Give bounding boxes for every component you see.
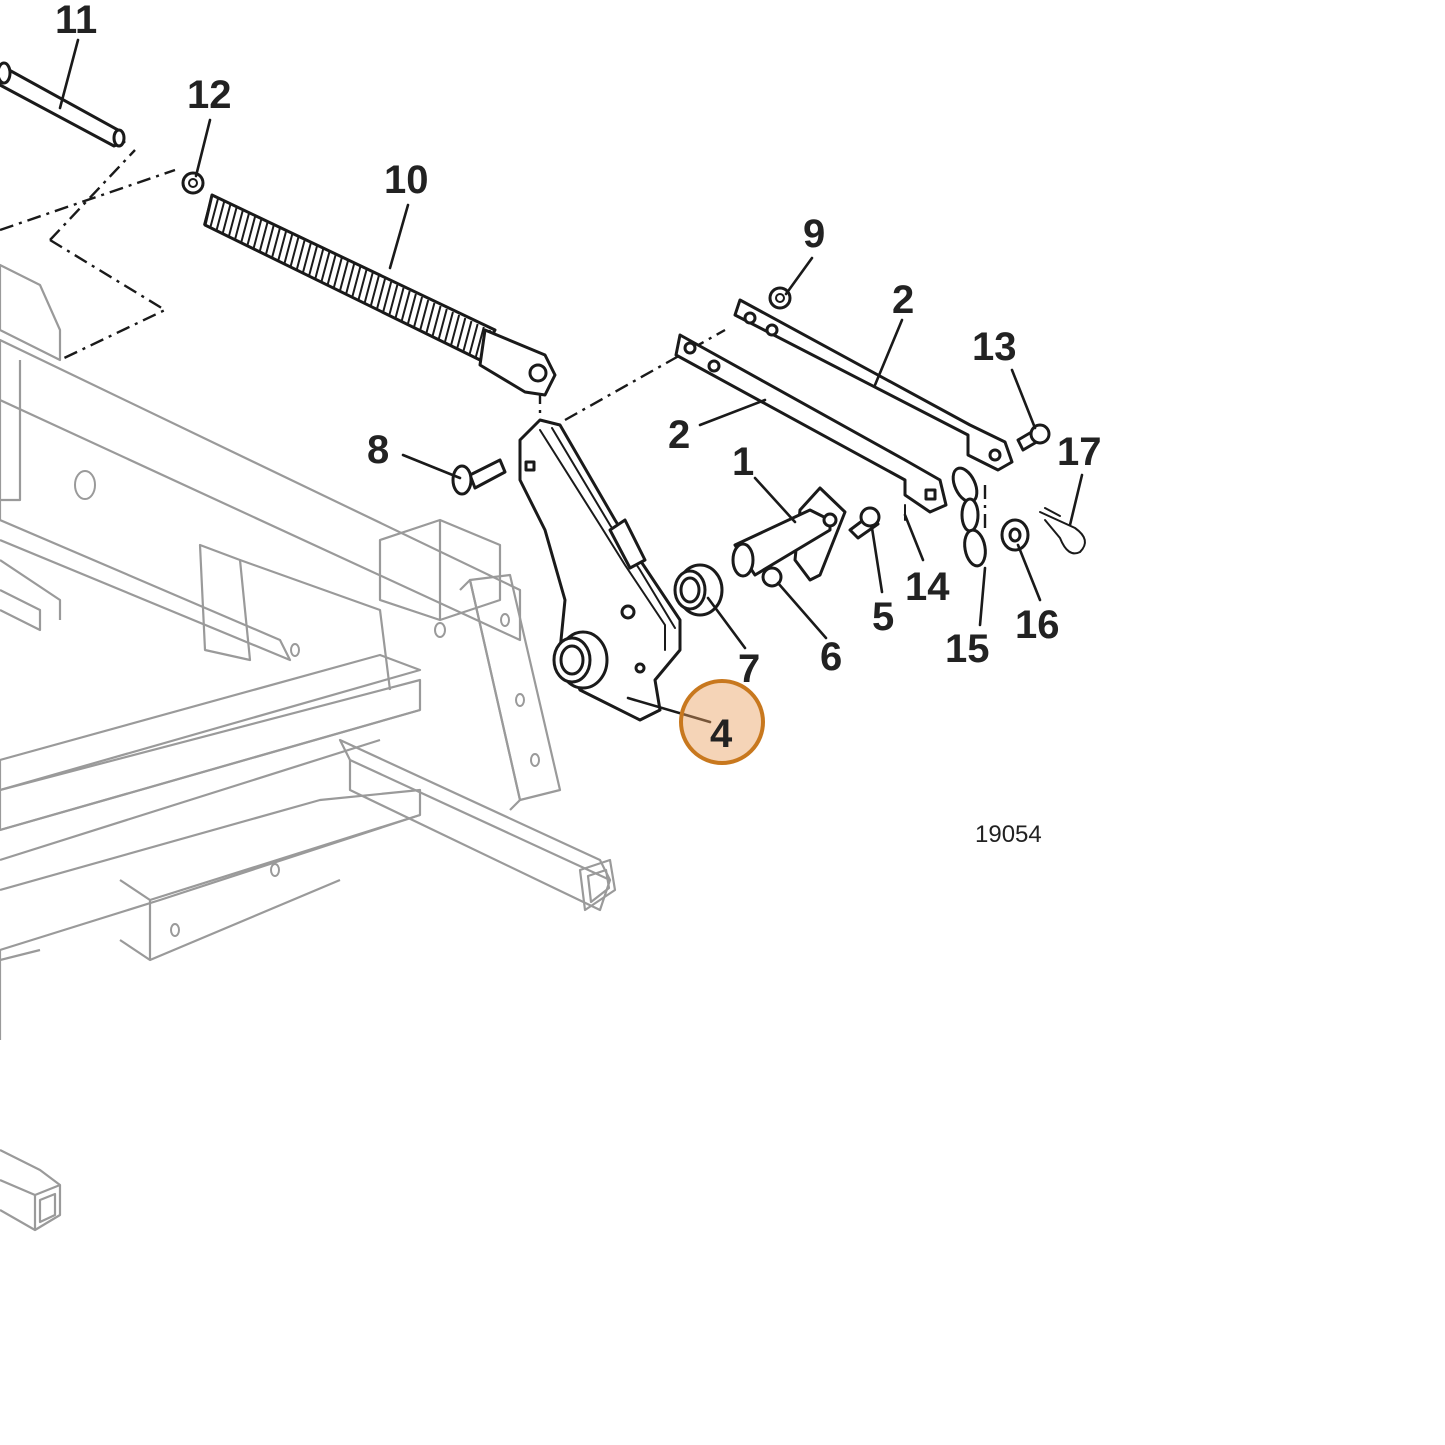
spring-coil: [227, 206, 238, 238]
part-17-hairpin-clip: [1039, 507, 1086, 555]
part-12-nut: [181, 171, 205, 195]
spring-coil: [357, 269, 368, 301]
callout-4[interactable]: 4: [710, 712, 733, 756]
spring-coil: [240, 212, 251, 244]
spring-coil: [338, 260, 349, 292]
spring-coil: [332, 257, 343, 289]
spring-coil: [209, 197, 220, 229]
leader-lines: [58, 38, 1084, 724]
callout-1[interactable]: 1: [732, 440, 754, 484]
mower-frame: [0, 263, 617, 1232]
spring-coil: [468, 323, 479, 355]
spring-coil: [203, 194, 213, 226]
part-16-washer: [1000, 518, 1030, 552]
spring-coil: [388, 284, 399, 316]
part-8-clevis-pin: [451, 458, 507, 496]
spring-coil: [425, 302, 436, 334]
part-13-bolt: [1016, 423, 1051, 452]
callout-13[interactable]: 13: [972, 325, 1017, 369]
callout-8[interactable]: 8: [367, 428, 389, 472]
spring-coil: [246, 215, 257, 247]
callout-5[interactable]: 5: [872, 595, 894, 639]
spring-coil: [456, 317, 467, 349]
spring-coil: [382, 281, 393, 313]
spring-coil: [277, 230, 288, 262]
spring-coil: [314, 248, 325, 280]
part-9-nut: [768, 286, 792, 310]
spring-coil: [345, 263, 356, 295]
spring-coil: [363, 272, 374, 304]
callout-2-upper[interactable]: 2: [892, 278, 914, 322]
spring-coil: [351, 266, 362, 298]
callout-2-lower[interactable]: 2: [668, 413, 690, 457]
spring-coil: [283, 233, 294, 265]
spring-coil: [258, 221, 269, 253]
part-10-spring: [203, 193, 557, 397]
callout-labels: 11 12 10 9 2 2 13 17 8 1 5 14 6 7 15 16 …: [55, 0, 1102, 756]
spring-coil: [406, 293, 417, 325]
spring-coil: [376, 278, 386, 310]
callout-17[interactable]: 17: [1057, 430, 1102, 474]
callout-9[interactable]: 9: [803, 212, 825, 256]
callout-12[interactable]: 12: [187, 73, 232, 117]
callout-6[interactable]: 6: [820, 635, 842, 679]
spring-coil: [369, 275, 380, 307]
callout-10[interactable]: 10: [384, 158, 429, 202]
spring-coil: [289, 236, 300, 268]
spring-coil: [450, 314, 461, 346]
part-5-bolt: [848, 506, 881, 540]
part-6-bolt: [761, 566, 783, 588]
spring-coil: [437, 308, 448, 340]
spring-coil: [419, 299, 430, 331]
part-2-upper-link: [733, 298, 1014, 472]
spring-coil: [215, 200, 226, 232]
spring-coil: [301, 242, 312, 274]
callout-15[interactable]: 15: [945, 627, 990, 671]
part-2-lower-link: [674, 333, 948, 514]
spring-coil: [394, 287, 405, 319]
spring-coil: [431, 305, 442, 337]
spring-coil: [221, 203, 232, 235]
callout-11[interactable]: 11: [55, 0, 97, 42]
spring-coil: [320, 251, 331, 283]
highlight-marker: [679, 679, 765, 765]
spring-coil: [400, 290, 411, 322]
callout-7[interactable]: 7: [738, 647, 760, 691]
callout-16[interactable]: 16: [1015, 603, 1060, 647]
spring-coil: [474, 326, 485, 358]
spring-coil: [462, 320, 473, 352]
callout-14[interactable]: 14: [905, 565, 950, 609]
figure-id: 19054: [975, 821, 1042, 848]
spring-coil: [326, 254, 337, 286]
part-1-pivot-shaft: [731, 486, 847, 582]
part-4-lift-arm: [518, 418, 682, 722]
spring-coil: [270, 227, 281, 259]
spring-coil: [295, 239, 306, 271]
spring-coil: [233, 209, 244, 241]
spring-coil: [443, 311, 454, 343]
spring-coil: [308, 245, 318, 277]
spring-coil: [252, 218, 263, 250]
spring-coil: [413, 296, 424, 328]
part-15-chain: [951, 466, 987, 568]
spring-coil: [264, 224, 275, 256]
